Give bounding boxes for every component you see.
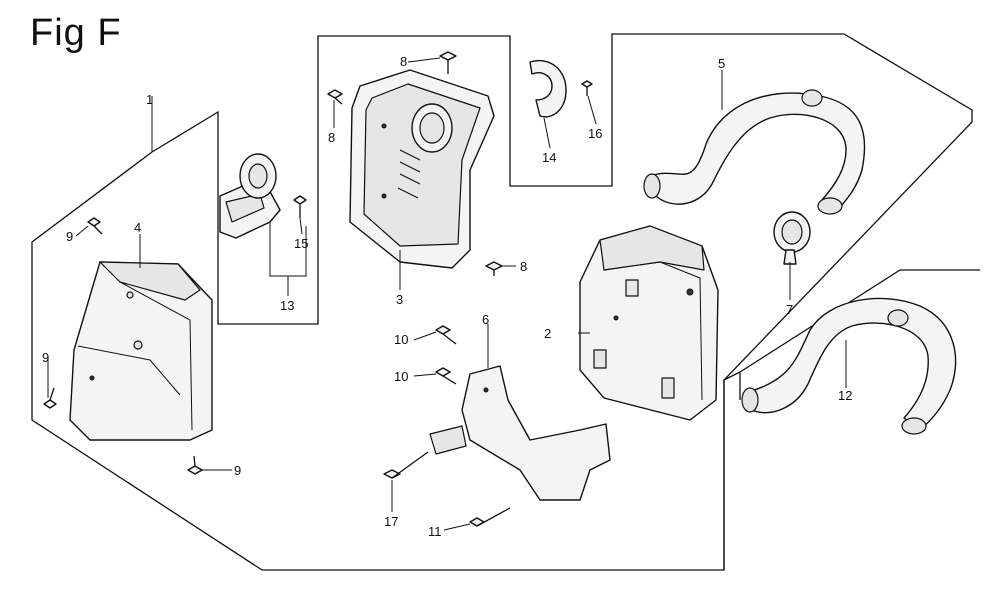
part-12-exhaust-pipe [741,297,957,435]
callout-13: 13 [280,298,294,313]
part-11-bolt [469,507,511,527]
callout-2: 2 [544,326,551,341]
part-15-screw [293,195,307,218]
callout-1: 1 [146,92,153,107]
callout-10-b: 10 [394,369,408,384]
callout-15: 15 [294,236,308,251]
figure-title: Fig F [30,12,122,54]
callout-9-left: 9 [42,350,49,365]
callout-9-bottom: 9 [234,463,241,478]
callout-14: 14 [542,150,556,165]
part-13-arrester-plate [219,153,281,239]
part-16-screw [581,80,593,96]
callout-7: 7 [786,302,793,317]
callout-11: 11 [428,524,442,539]
part-8-bolt-top [439,51,457,74]
group-boundaries [31,33,980,571]
callout-8-top: 8 [400,54,407,69]
part-9-screw-left [43,387,57,409]
part-8-bolt-right [485,261,503,276]
callout-16: 16 [588,126,602,141]
part-9-screw-top [87,217,103,235]
callout-9-top: 9 [66,229,73,244]
leader-lines [47,57,847,531]
part-6-bracket [429,365,611,501]
pipe-group-line [739,269,980,373]
part-9-screw-bottom [187,455,203,475]
callout-8-left: 8 [328,130,335,145]
callout-3: 3 [396,292,403,307]
callout-5: 5 [718,56,725,71]
callout-12: 12 [838,388,852,403]
part-3-protector [349,69,495,269]
callout-8-right: 8 [520,259,527,274]
part-17-bolt [383,451,429,479]
part-7-clamp [773,211,811,265]
callout-labels: 1 2 3 4 5 6 7 8 8 8 9 9 9 10 10 11 12 13… [42,54,852,539]
outer-group-line [31,33,973,571]
callout-10-a: 10 [394,332,408,347]
callout-4: 4 [134,220,141,235]
part-10-bolt-a [435,325,457,345]
part-8-bolt-left [327,89,343,105]
part-2-muffler [579,225,719,421]
part-5-exhaust-pipe [643,89,866,215]
part-14-gasket [529,59,567,118]
callout-6: 6 [482,312,489,327]
callout-17: 17 [384,514,398,529]
part-4-muffler-cover [69,261,213,441]
pipe-group-join [723,371,741,381]
part-10-bolt-b [435,367,457,385]
